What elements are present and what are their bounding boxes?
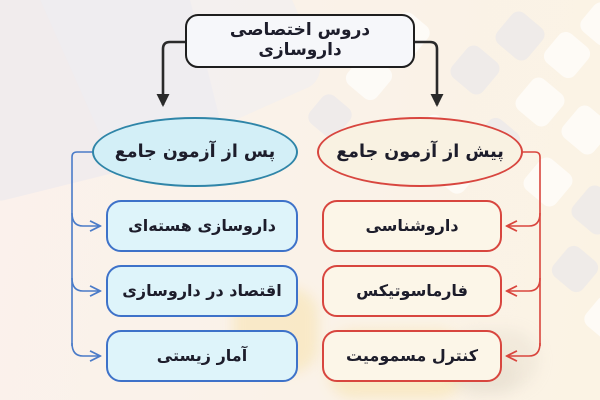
- title-arrows: [156, 40, 444, 107]
- item-biostatistics: آمار زیستی: [106, 330, 298, 382]
- branch-post-exam: پس از آزمون جامع: [92, 117, 298, 187]
- branch-pre-exam: پیش از آزمون جامع: [317, 117, 523, 187]
- left-branch-connectors: [71, 151, 99, 356]
- item-pharmacy-economics: اقتصاد در داروسازی: [106, 265, 298, 317]
- item-nuclear-pharmacy: داروسازی هسته‌ای: [106, 200, 298, 252]
- item-pharmaceutics: فارماسوتیکس: [322, 265, 502, 317]
- item-toxicity-control: کنترل مسمومیت: [322, 330, 502, 382]
- right-branch-connectors: [508, 151, 541, 356]
- item-pharmacology: داروشناسی: [322, 200, 502, 252]
- root-node-title: دروس اختصاصی داروسازی: [185, 14, 415, 68]
